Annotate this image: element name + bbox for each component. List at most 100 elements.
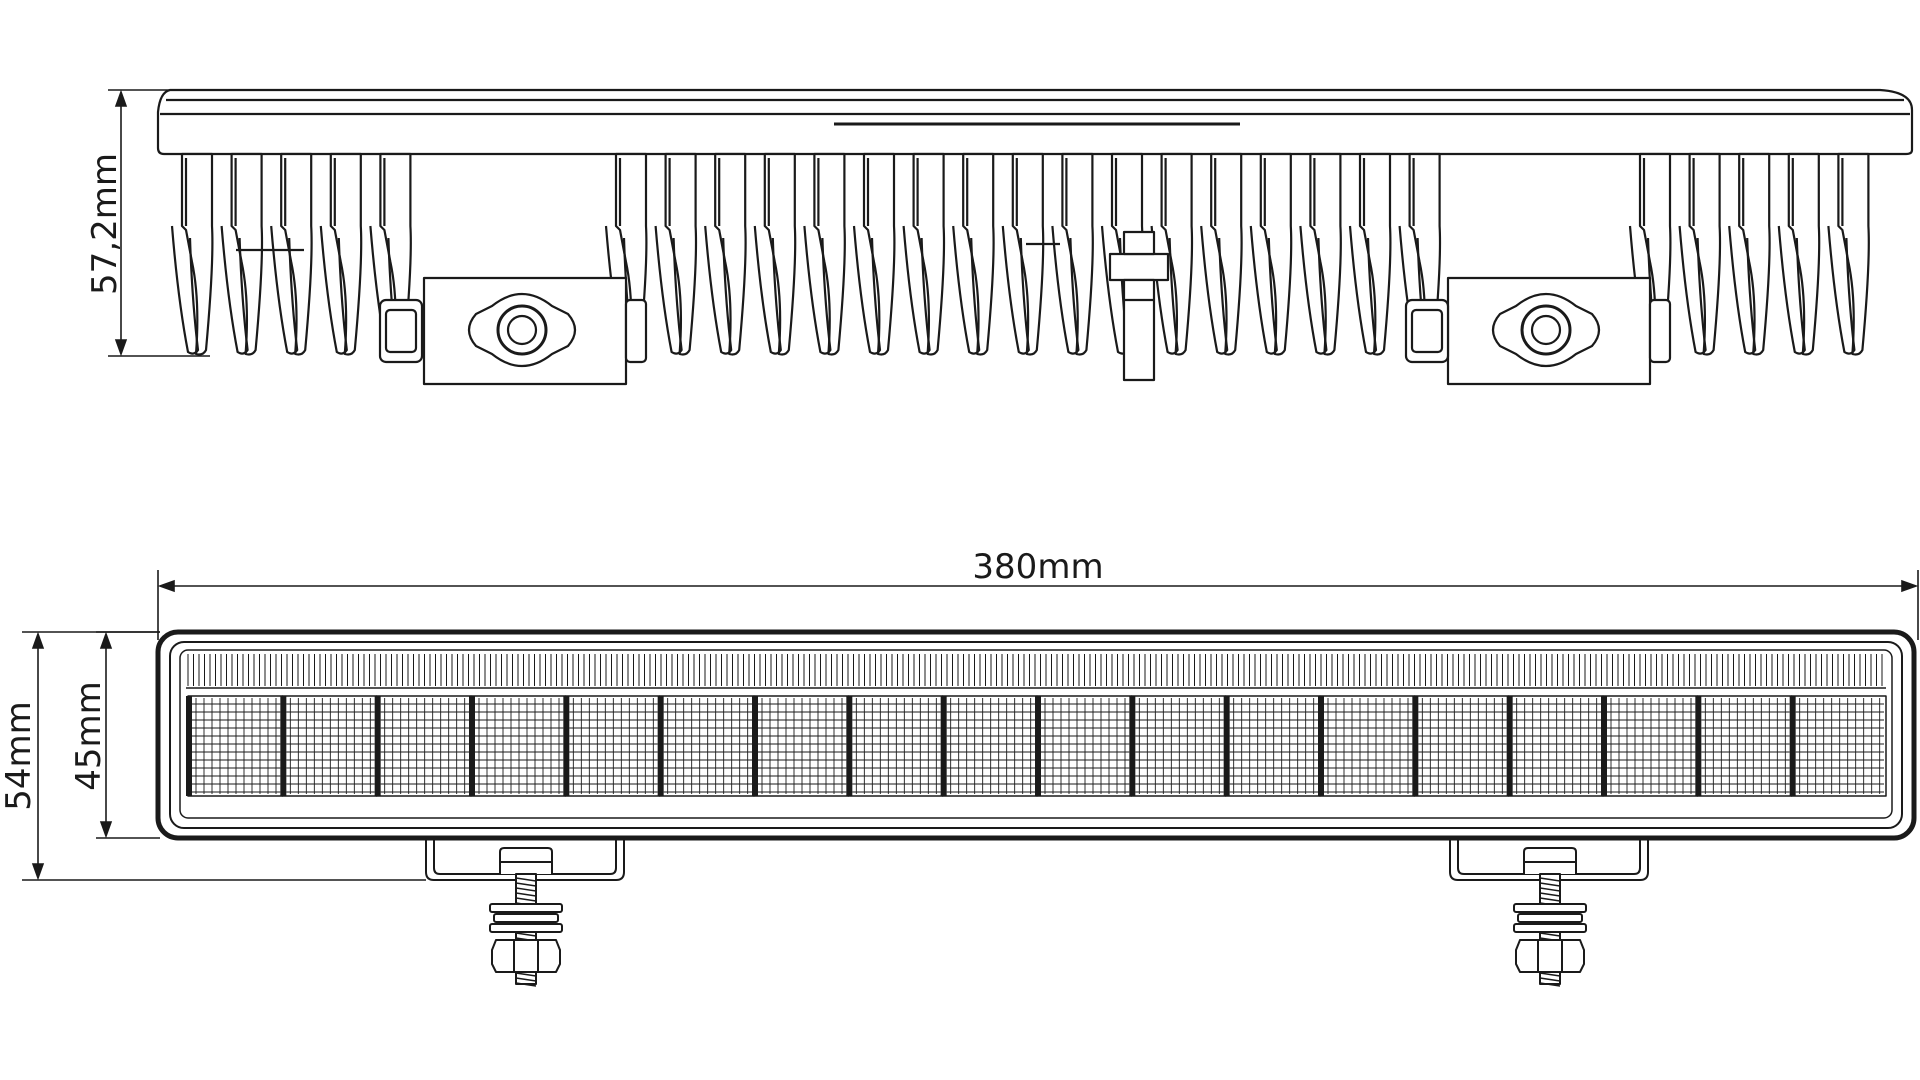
fin-root — [1777, 225, 1806, 355]
led-module-divider — [1412, 696, 1419, 796]
label-height-total: 54mm — [0, 701, 39, 811]
led-module — [846, 695, 944, 797]
hex-nut — [1515, 939, 1585, 973]
optic-hatch-band — [187, 654, 1883, 686]
led-module-divider — [563, 696, 570, 796]
bolt-thread — [1539, 887, 1561, 892]
fin — [763, 152, 797, 356]
fin-root — [1100, 225, 1130, 355]
cable-gland — [1108, 230, 1170, 382]
fin — [1259, 152, 1293, 356]
mounting-bolts — [489, 847, 1587, 987]
bolt-thread — [515, 977, 537, 982]
side-bracket-right — [1404, 276, 1672, 386]
label-height-side: 57,2mm — [85, 153, 125, 295]
bolt-thread — [1539, 972, 1561, 977]
led-module-divider — [1129, 696, 1136, 796]
led-module — [940, 695, 1038, 797]
fin — [1011, 152, 1045, 356]
led-module-divider — [374, 696, 381, 796]
fin — [1688, 152, 1722, 356]
led-module — [280, 695, 378, 797]
fin-root — [319, 225, 348, 355]
fin-root — [1299, 225, 1328, 355]
fin-root — [803, 225, 832, 355]
fin-root — [1051, 225, 1080, 355]
fin — [280, 152, 313, 356]
fin-root — [220, 225, 249, 355]
lock-washer — [1517, 913, 1583, 923]
led-module — [1789, 695, 1887, 797]
led-module — [374, 695, 472, 797]
fin-root — [1249, 225, 1278, 355]
led-module-divider — [469, 696, 475, 796]
led-module-divider — [1223, 696, 1230, 796]
led-module — [1695, 695, 1793, 797]
led-module — [469, 695, 567, 797]
led-module — [1506, 695, 1604, 797]
led-module-divider — [940, 696, 947, 796]
fin-root — [1728, 225, 1757, 355]
bolt-thread — [1539, 892, 1561, 897]
washer — [489, 903, 563, 913]
hex-nut — [491, 939, 561, 973]
led-module-divider — [280, 696, 287, 796]
bolt-thread — [515, 877, 537, 882]
washer — [1513, 903, 1587, 913]
fin-root — [1200, 225, 1229, 355]
bolt-thread — [1539, 877, 1561, 882]
bolt-thread — [515, 887, 537, 892]
led-module — [657, 695, 755, 797]
led-module-divider — [1789, 696, 1796, 796]
bolt-thread — [1539, 897, 1561, 902]
fin — [1358, 152, 1392, 356]
fin-root — [704, 225, 733, 355]
led-module-divider — [1318, 696, 1324, 796]
fin-root — [1678, 225, 1707, 355]
bolt-thread — [515, 897, 537, 902]
fin — [862, 152, 896, 356]
lock-washer — [493, 913, 559, 923]
led-module — [752, 695, 850, 797]
fin-root — [852, 225, 882, 355]
led-module — [1129, 695, 1227, 797]
fin-root — [654, 225, 683, 355]
bolt-thread — [515, 982, 537, 987]
led-module-divider — [1601, 696, 1607, 796]
washer — [1513, 923, 1587, 933]
led-module-divider — [1506, 696, 1513, 796]
led-module-divider — [186, 696, 192, 796]
bolt-thread — [515, 972, 537, 977]
label-height-lens: 45mm — [69, 681, 109, 791]
led-module — [1601, 695, 1699, 797]
front-housing-inner — [169, 641, 1903, 829]
bolt-assembly — [1513, 847, 1587, 987]
bolt-thread — [1539, 982, 1561, 987]
led-module-divider — [1035, 696, 1041, 796]
front-housing-outer — [155, 629, 1917, 841]
fin-root — [1348, 225, 1378, 355]
bolt-assembly — [489, 847, 563, 987]
fin — [1837, 152, 1870, 356]
fin-root — [952, 225, 981, 355]
fin-root — [753, 225, 782, 355]
fin — [1061, 152, 1094, 356]
fin — [329, 152, 363, 356]
washer — [489, 923, 563, 933]
fin — [714, 152, 747, 356]
bolt-thread — [515, 932, 537, 937]
bolt-thread — [515, 892, 537, 897]
fin-root — [270, 225, 299, 355]
fin — [1210, 152, 1243, 356]
fin — [912, 152, 946, 356]
fin — [1309, 152, 1342, 356]
side-view — [156, 88, 1914, 386]
fin — [230, 152, 264, 356]
led-module — [1318, 695, 1416, 797]
front-view — [155, 629, 1917, 987]
fin-root — [902, 225, 931, 355]
led-module-divider — [657, 696, 664, 796]
front-lens-frame — [179, 649, 1893, 819]
side-housing-top — [156, 88, 1914, 156]
fin-root — [170, 225, 200, 355]
